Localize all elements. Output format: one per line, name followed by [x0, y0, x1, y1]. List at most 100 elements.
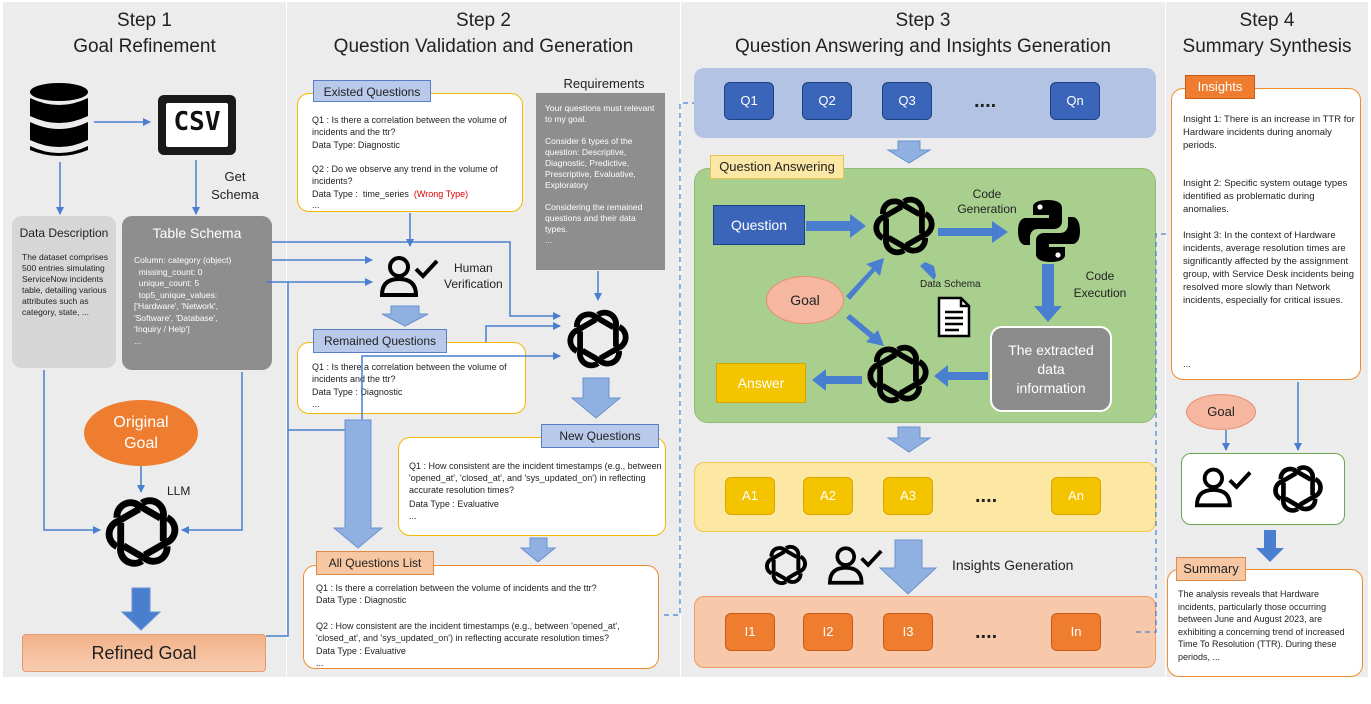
goal-ellipse: Goal: [766, 276, 844, 324]
refined-goal-label: Refined Goal: [91, 643, 197, 663]
human-verification-user-check-icon: [380, 256, 439, 297]
all-q1: Q1 : Is there a correlation between the …: [316, 583, 597, 593]
extracted-info-label: The extracted data information: [1008, 342, 1094, 396]
existed-q2-type: Data Type : time_series (Wrong Type): [312, 188, 468, 200]
insight-in: In: [1051, 613, 1101, 651]
data-schema-label: Data Schema: [920, 279, 981, 290]
refined-goal-box: Refined Goal: [22, 634, 266, 672]
question-q1: Q1: [724, 82, 774, 120]
all-q2: Q2 : How consistent are the incident tim…: [316, 621, 620, 643]
step4-goal-ellipse: Goal: [1186, 394, 1256, 430]
insight-1-text: Insight 1: There is an increase in TTR f…: [1183, 114, 1355, 151]
get-schema-label: Get Schema: [211, 169, 259, 202]
new-q1-type: Data Type : Evaluative: [409, 499, 499, 509]
step3-title: Question Answering and Insights Generati…: [734, 36, 1111, 57]
existed-q1: Q1 : Is there a correlation between the …: [312, 115, 507, 137]
llm-label: LLM: [167, 484, 191, 498]
step4-label: Step 4: [1239, 10, 1295, 31]
python-logo-icon: [1018, 200, 1080, 262]
existed-questions-box: Q1 : Is there a correlation between the …: [297, 93, 523, 212]
remained-ellipsis: ...: [312, 399, 320, 409]
openai-logo-icon: [873, 196, 935, 256]
requirements-title: Requirements: [563, 76, 645, 91]
existed-q2: Q2 : Do we observe any trend in the volu…: [312, 164, 498, 186]
table-schema-box: Table Schema Column: category (object) m…: [122, 216, 272, 370]
database-icon: [30, 83, 88, 156]
answer-an: An: [1051, 477, 1101, 515]
answers-band: A1 A2 A3 .... An: [694, 462, 1156, 532]
step2-label: Step 2: [456, 10, 511, 31]
insight-3-text: Insight 3: In the context of Hardware in…: [1183, 230, 1355, 306]
insights-user-check-icon: [828, 546, 883, 585]
wrong-type-label: (Wrong Type): [413, 189, 469, 199]
data-description-box: Data Description The dataset comprises 5…: [12, 216, 116, 368]
step4-header: Step 4 Summary Synthesis: [1166, 8, 1368, 60]
openai-logo-icon: [765, 544, 807, 586]
summary-tab: Summary: [1176, 557, 1246, 581]
step4-goal-label: Goal: [1207, 404, 1235, 419]
original-goal-ellipse: Original Goal: [84, 400, 198, 466]
answer-a1: A1: [725, 477, 775, 515]
existed-ellipsis: ...: [312, 200, 320, 210]
question-answering-tab: Question Answering: [710, 155, 844, 179]
new-ellipsis: ...: [409, 511, 417, 521]
existed-q2-type-text: Data Type : time_series: [312, 189, 414, 199]
openai-logo-icon: [1273, 465, 1323, 513]
data-description-title: Data Description: [19, 226, 109, 240]
questions-ellipsis: ....: [974, 90, 997, 112]
requirements-body: Your questions must relevant to my goal.…: [545, 103, 655, 245]
insight-2-text: Insight 2: Specific system outage types …: [1183, 178, 1348, 215]
openai-logo-icon: [567, 309, 629, 369]
insight-i2: I2: [803, 613, 853, 651]
existed-q1-type: Data Type: Diagnostic: [312, 140, 400, 150]
step1-title: Goal Refinement: [73, 36, 216, 57]
step3-header: Step 3 Question Answering and Insights G…: [681, 8, 1165, 60]
insights-box: Insight 1: There is an increase in TTR f…: [1171, 88, 1361, 380]
table-schema-body: Column: category (object) missing_count:…: [134, 255, 232, 346]
step1-header: Step 1 Goal Refinement: [3, 8, 286, 60]
step3-label: Step 3: [895, 10, 951, 31]
goal-label: Goal: [790, 292, 820, 308]
insights-tab: Insights: [1185, 75, 1255, 99]
summary-user-check-icon: [1195, 467, 1252, 508]
existed-questions-tab: Existed Questions: [313, 80, 431, 102]
remained-q1: Q1 : Is there a correlation between the …: [312, 362, 507, 384]
insight-i1: I1: [725, 613, 775, 651]
insights-band: I1 I2 I3 .... In: [694, 596, 1156, 668]
all-questions-tab: All Questions List: [316, 551, 434, 575]
question-box: Question: [713, 205, 805, 245]
all-q2-type: Data Type : Evaluative: [316, 646, 406, 656]
questions-band: Q1 Q2 Q3 .... Qn: [694, 68, 1156, 138]
new-questions-tab: New Questions: [541, 424, 659, 448]
human-verification-label: Human Verification: [444, 261, 503, 291]
code-generation-label: Code Generation: [957, 187, 1017, 216]
csv-label: CSV: [173, 107, 221, 137]
document-icon: [937, 296, 971, 338]
summary-box: The analysis reveals that Hardware incid…: [1167, 569, 1363, 677]
all-q1-type: Data Type : Diagnostic: [316, 595, 407, 605]
all-questions-box: Q1 : Is there a correlation between the …: [303, 565, 659, 669]
answer-a3: A3: [883, 477, 933, 515]
new-q1: Q1 : How consistent are the incident tim…: [409, 461, 662, 495]
insight-ellipsis: ...: [1183, 359, 1191, 370]
answers-ellipsis: ....: [975, 485, 998, 507]
summary-body: The analysis reveals that Hardware incid…: [1178, 589, 1345, 662]
insights-generation-label: Insights Generation: [952, 557, 1074, 573]
step4-title: Summary Synthesis: [1182, 36, 1352, 57]
insights-ellipsis: ....: [975, 621, 998, 643]
question-q2: Q2: [802, 82, 852, 120]
step1-label: Step 1: [117, 10, 172, 31]
question-q3: Q3: [882, 82, 932, 120]
data-description-body: The dataset comprises 500 entries simula…: [22, 252, 108, 317]
code-execution-label: Code Execution: [1073, 269, 1127, 300]
all-ellipsis: ...: [316, 658, 324, 668]
remained-questions-box: Q1 : Is there a correlation between the …: [297, 342, 526, 414]
table-schema-title: Table Schema: [152, 225, 242, 241]
remained-q1-type: Data Type : Diagnostic: [312, 387, 403, 397]
requirements-box: Your questions must relevant to my goal.…: [536, 93, 665, 270]
step2-title: Question Validation and Generation: [333, 36, 634, 57]
new-questions-box: Q1 : How consistent are the incident tim…: [398, 437, 666, 536]
remained-questions-tab: Remained Questions: [313, 329, 447, 353]
answer-a2: A2: [803, 477, 853, 515]
